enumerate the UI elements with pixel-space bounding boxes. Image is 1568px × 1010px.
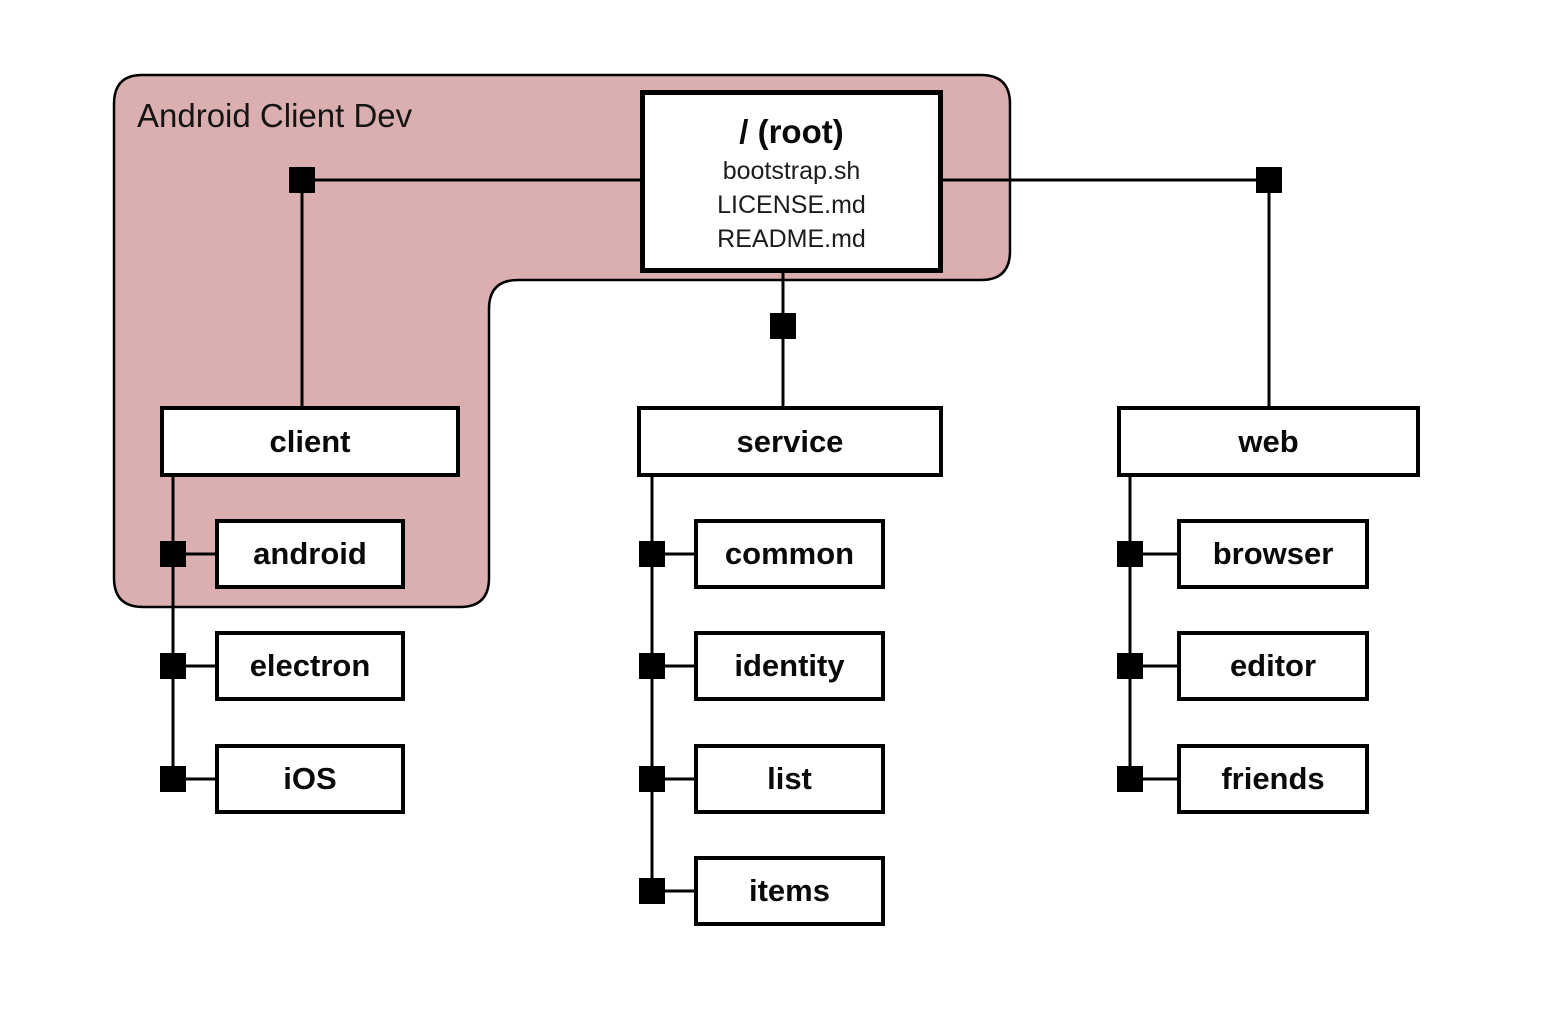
node-web: web <box>1117 406 1420 477</box>
node-service: service <box>637 406 943 477</box>
connector-junction <box>770 313 796 339</box>
connector-junction <box>160 653 186 679</box>
connector-junction <box>1117 541 1143 567</box>
node-list: list <box>694 744 885 814</box>
connector-lines <box>171 178 1271 893</box>
root-file-license: LICENSE.md <box>717 190 866 219</box>
node-ios: iOS <box>215 744 405 814</box>
connector-junction <box>639 878 665 904</box>
region-label: Android Client Dev <box>137 97 413 134</box>
node-android: android <box>215 519 405 589</box>
node-editor: editor <box>1177 631 1369 701</box>
connector-junction <box>1117 653 1143 679</box>
node-root-title: / (root) <box>739 112 844 150</box>
root-file-bootstrap: bootstrap.sh <box>722 156 861 185</box>
connector-junction <box>1117 766 1143 792</box>
connector-junction <box>160 541 186 567</box>
connector-junction <box>1256 167 1282 193</box>
node-electron: electron <box>215 631 405 701</box>
connector-junction <box>639 653 665 679</box>
connector-junction <box>639 541 665 567</box>
node-identity: identity <box>694 631 885 701</box>
node-common: common <box>694 519 885 589</box>
connector-junction <box>639 766 665 792</box>
root-file-readme: README.md <box>717 224 866 253</box>
connector-junction <box>160 766 186 792</box>
node-browser: browser <box>1177 519 1369 589</box>
node-root: / (root) bootstrap.sh LICENSE.md README.… <box>640 90 943 273</box>
node-items: items <box>694 856 885 926</box>
node-client: client <box>160 406 460 477</box>
connector-junctions <box>160 167 1282 904</box>
node-friends: friends <box>1177 744 1369 814</box>
connector-junction <box>289 167 315 193</box>
